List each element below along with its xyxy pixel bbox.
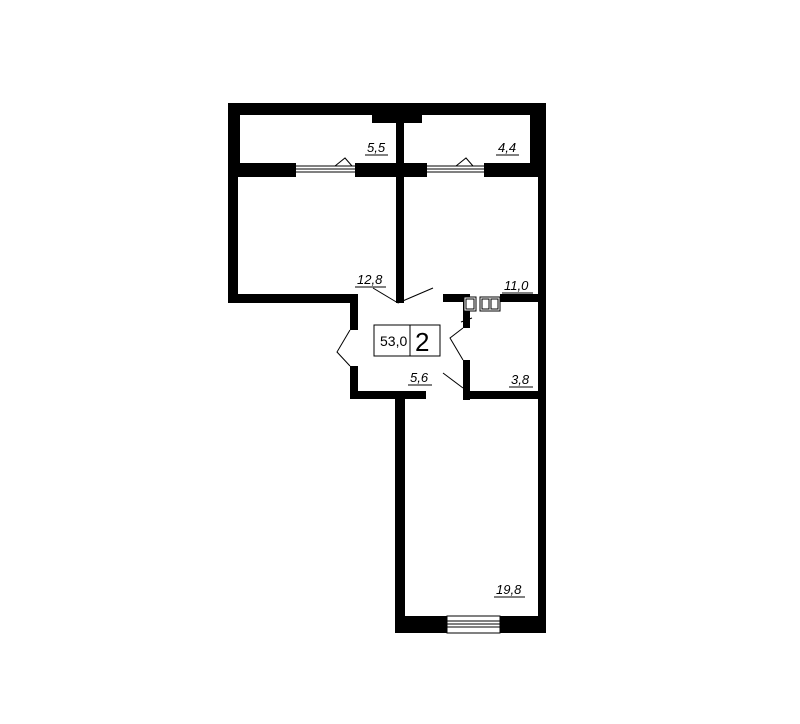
balcony-right-wall	[530, 103, 546, 175]
living-room-window	[446, 615, 501, 634]
bathroom-left-wall-lower	[463, 360, 470, 400]
hall-left-wall-lower	[350, 366, 358, 398]
area-bedroom: 12,8	[357, 272, 383, 287]
kitchen-bottom-wall-right	[500, 294, 546, 302]
balcony-walls	[228, 103, 546, 175]
left-outer-wall	[228, 163, 238, 303]
kitchen-bottom-wall-left	[443, 294, 463, 302]
balcony-divider-wall	[396, 103, 404, 175]
apartment-summary-box: 53,0 2	[373, 324, 441, 357]
hall-door-swing[interactable]	[442, 372, 464, 389]
living-left-wall	[395, 391, 405, 633]
area-balcony-right: 4,4	[498, 140, 516, 155]
hall-bottom-wall	[350, 391, 426, 399]
bedroom-door-swing[interactable]	[372, 287, 399, 304]
bathroom-fixtures	[463, 296, 501, 312]
balcony-left-wall	[228, 103, 240, 175]
apartment-walls	[228, 163, 546, 633]
bathroom-door-swing[interactable]	[449, 327, 464, 361]
balcony-door-left[interactable]	[296, 157, 355, 173]
total-area: 53,0	[380, 333, 407, 349]
bedroom-bottom-wall	[228, 294, 358, 303]
area-hall: 5,6	[410, 370, 429, 385]
kitchen-door-swing[interactable]	[397, 287, 434, 304]
living-bottom-wall-right	[500, 616, 546, 633]
bedroom-kitchen-partition	[396, 163, 404, 303]
balcony-door-right[interactable]	[427, 157, 484, 173]
living-bottom-wall-left	[395, 616, 447, 633]
area-living-room: 19,8	[496, 582, 522, 597]
balcony-separator-wall	[228, 157, 546, 177]
interior-doors	[336, 287, 473, 389]
area-kitchen: 11,0	[504, 278, 529, 293]
area-balcony-left: 5,5	[367, 140, 386, 155]
entry-door-swing[interactable]	[336, 329, 351, 367]
hall-left-wall-upper	[350, 294, 358, 330]
room-count: 2	[415, 327, 429, 357]
bathroom-bottom-wall	[463, 391, 546, 399]
area-bathroom: 3,8	[511, 372, 530, 387]
room-area-labels: 5,5 4,4 12,8 11,0 5,6 3,8 19,8	[355, 140, 533, 598]
